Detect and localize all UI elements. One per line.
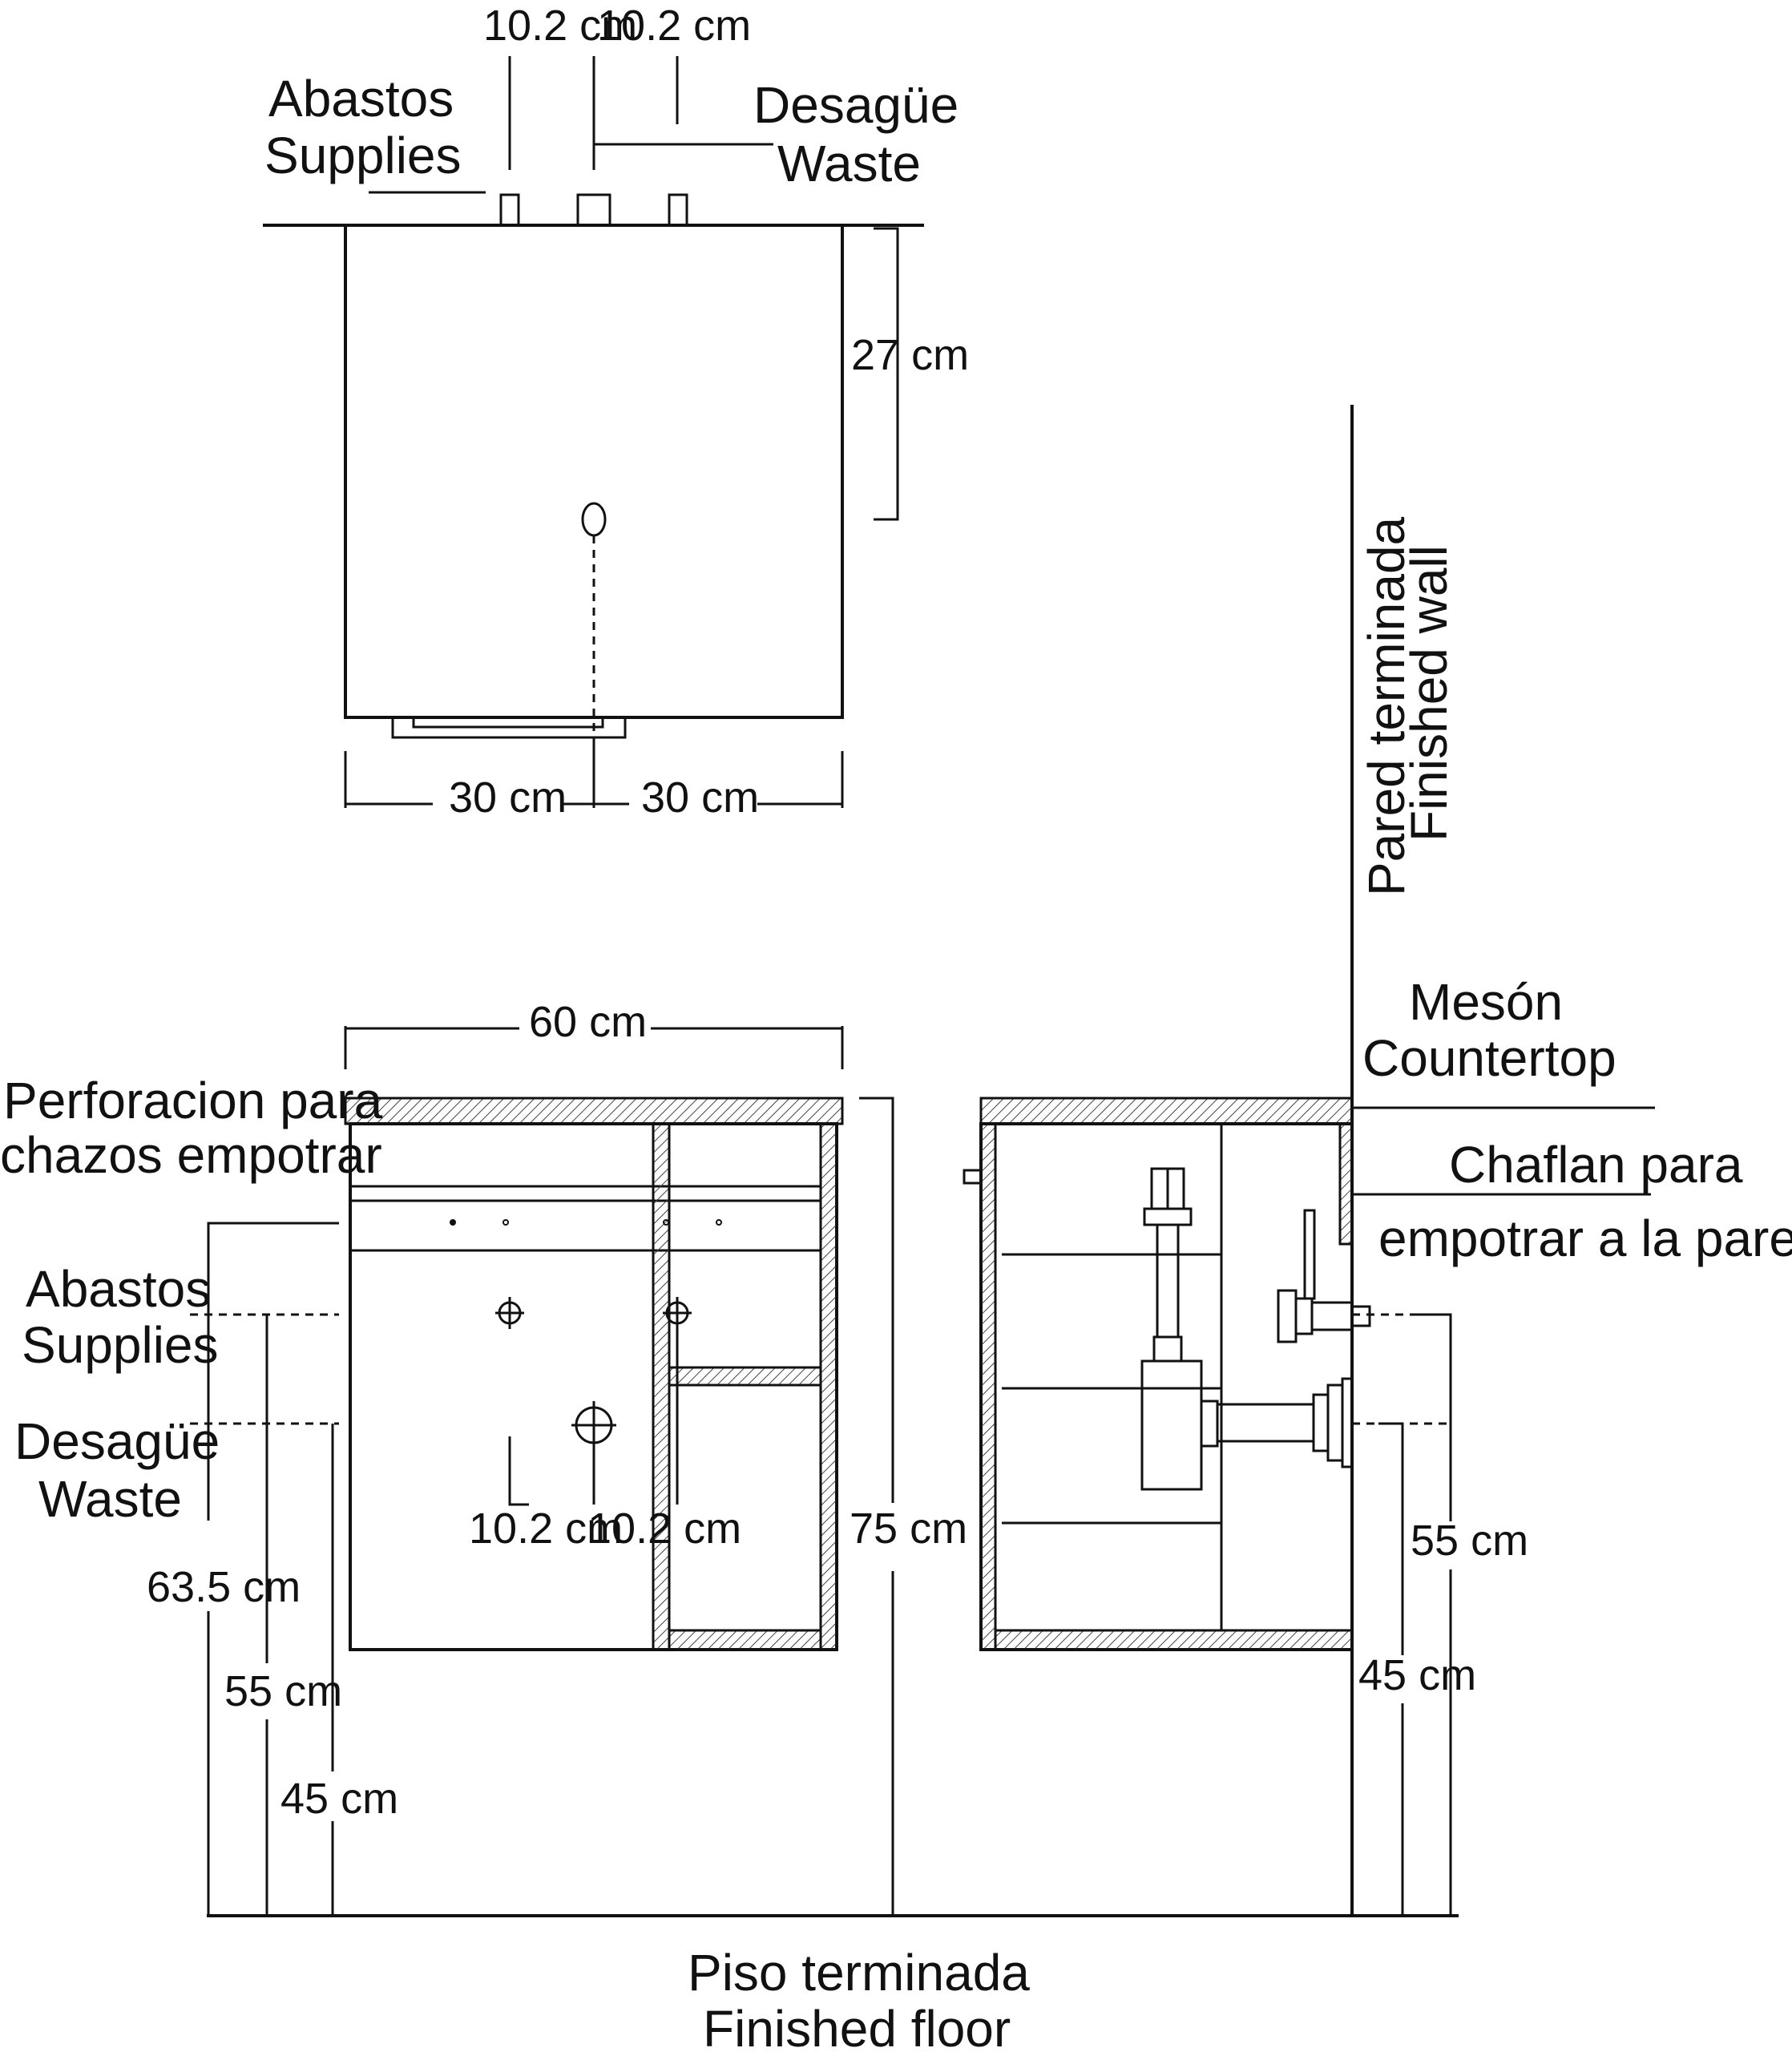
side-dim-55: 55 cm <box>1411 1517 1528 1565</box>
wall-label-en: Finished wall <box>1400 545 1458 842</box>
front-waste-es: Desagüe <box>14 1412 220 1470</box>
countertop-label-es: Mesón <box>1409 973 1563 1031</box>
wall-label-es: Pared terminada <box>1358 516 1415 896</box>
front-perforation-dot <box>716 1219 722 1226</box>
top-supply-stub-left <box>499 193 520 227</box>
front-perforation-line1: Perforacion para <box>3 1072 383 1129</box>
top-waste-en: Waste <box>777 135 921 192</box>
front-perforation-line2: chazos empotrar <box>0 1126 382 1184</box>
front-perforation-dot <box>663 1219 669 1226</box>
top-dim-depth: 27 cm <box>851 331 969 379</box>
front-perforation-dot <box>502 1219 509 1226</box>
front-dim-spacing-left: 10.2 cm <box>469 1505 623 1553</box>
front-dim-total-height: 75 cm <box>850 1505 967 1553</box>
front-dim-width: 60 cm <box>529 998 647 1046</box>
front-supply-right-icon <box>663 1297 692 1329</box>
side-countertop <box>979 1097 1354 1125</box>
front-cabinet-body <box>349 1122 838 1651</box>
top-waste-stub <box>576 193 611 227</box>
angle-valve-icon <box>1277 1209 1371 1343</box>
floor-label-en: Finished floor <box>703 2000 1011 2052</box>
top-waste-es: Desagüe <box>753 76 959 134</box>
top-supply-stub-right <box>668 193 688 227</box>
front-perforation-dot <box>450 1219 456 1226</box>
front-waste-icon <box>571 1401 616 1449</box>
top-drain-icon <box>581 502 607 537</box>
countertop-label-en: Countertop <box>1362 1029 1616 1087</box>
side-dim-45: 45 cm <box>1358 1651 1476 1699</box>
front-dim-63-5: 63.5 cm <box>147 1563 301 1611</box>
top-supplies-es: Abastos <box>268 70 454 127</box>
front-dim-55: 55 cm <box>224 1667 342 1715</box>
front-supply-left-icon <box>495 1297 524 1329</box>
floor: Piso terminada Finished floor <box>207 1914 1459 2052</box>
front-supplies-es: Abastos <box>26 1260 211 1318</box>
front-dim-spacing-right: 10.2 cm <box>587 1505 741 1553</box>
side-chamfer <box>1338 1122 1354 1246</box>
top-dim-half-right: 30 cm <box>641 774 759 822</box>
front-dim-45: 45 cm <box>281 1775 398 1823</box>
top-dim-half-left: 30 cm <box>449 774 567 822</box>
top-dim-supply-right: 10.2 cm <box>597 2 751 50</box>
front-view: 60 cm <box>0 998 967 1914</box>
chamfer-label-line2: empotrar a la pared <box>1378 1210 1792 1267</box>
side-handle <box>963 1169 983 1185</box>
side-view: Pared terminada Finished wall Mesón Coun… <box>963 405 1792 1916</box>
front-countertop <box>344 1097 844 1125</box>
chamfer-label-line1: Chaflan para <box>1449 1136 1743 1194</box>
front-waste-en: Waste <box>38 1470 182 1528</box>
top-dim-supply-left: 10.2 cm <box>483 2 637 50</box>
top-view: 10.2 cm 10.2 cm Abastos Supplies Desagüe… <box>263 2 969 822</box>
front-supplies-en: Supplies <box>22 1316 219 1374</box>
top-supplies-en: Supplies <box>264 127 462 184</box>
floor-label-es: Piso terminada <box>688 1944 1030 2002</box>
